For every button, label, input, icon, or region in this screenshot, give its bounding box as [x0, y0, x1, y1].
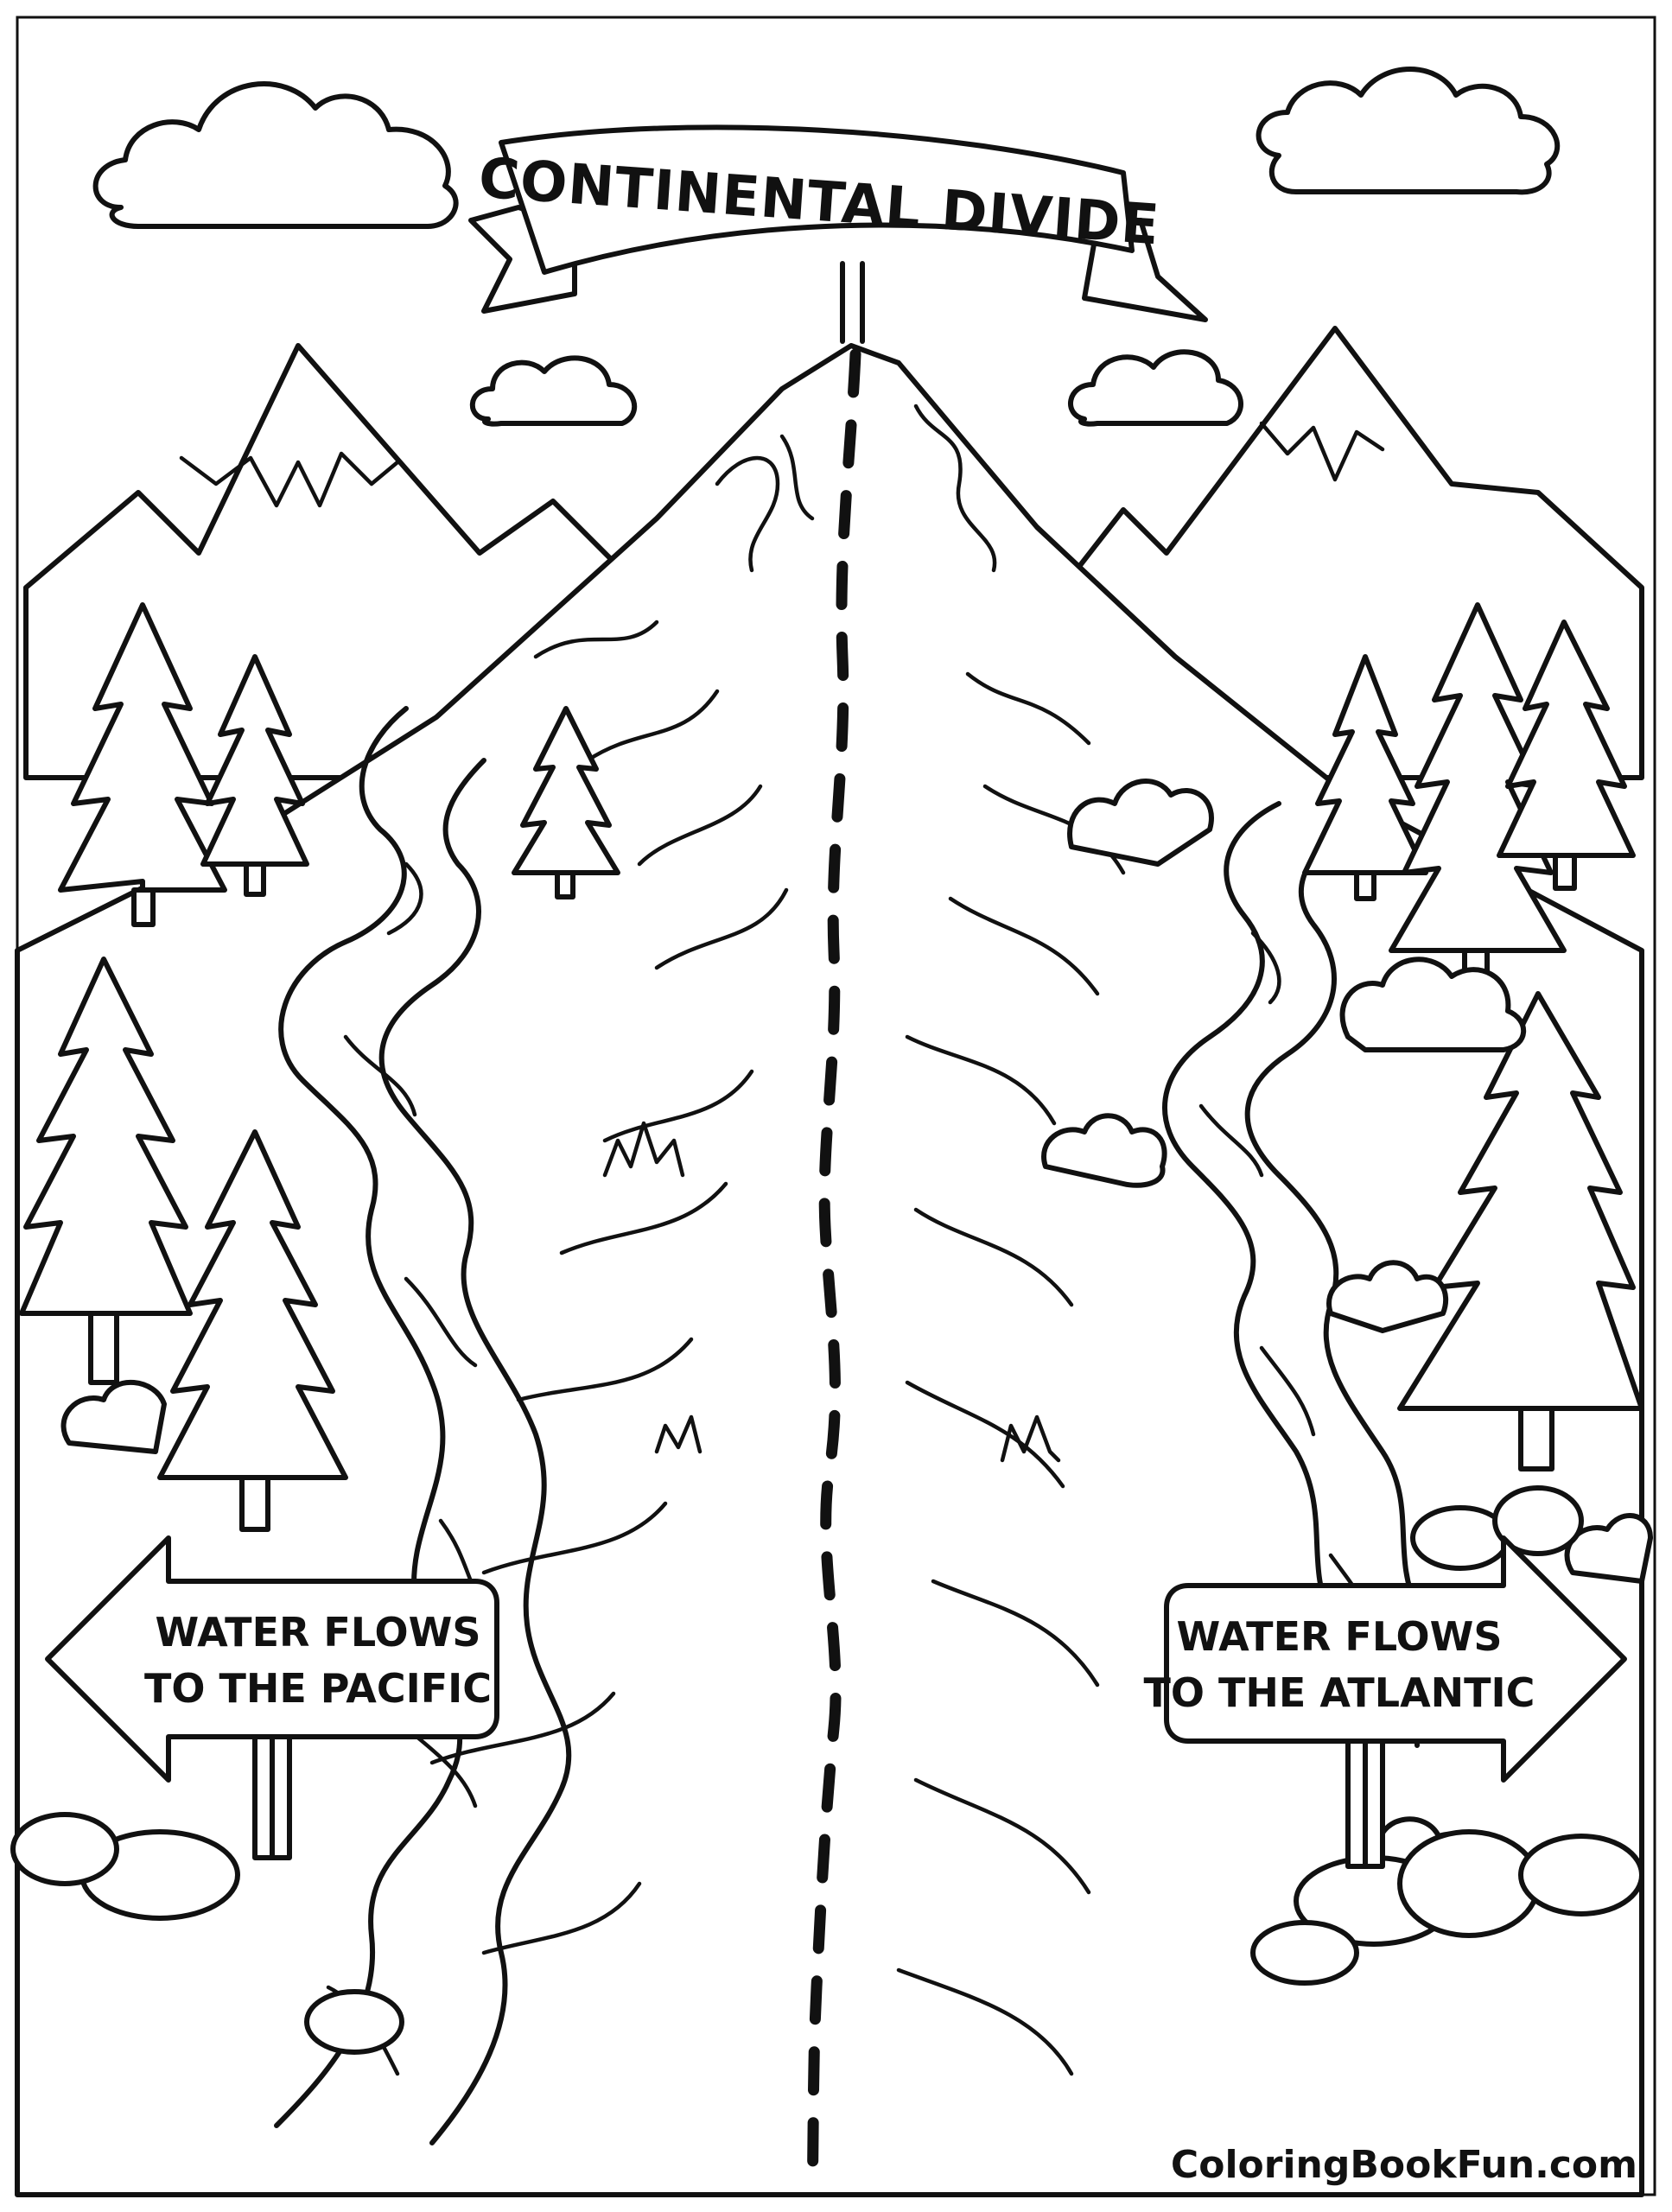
tree-right-1: [1302, 654, 1428, 901]
sign-pacific: WATER FLOWS TO THE PACIFIC: [45, 1535, 499, 1860]
sign-pacific-line2: TO THE PACIFIC: [144, 1665, 492, 1712]
cloud-small-left: [469, 355, 638, 427]
tree-left-2: [200, 654, 309, 897]
tree-right-4: [1397, 991, 1644, 1471]
tree-right-3: [1497, 620, 1636, 891]
tree-left-1: [58, 602, 227, 927]
tree-left-4: [157, 1129, 348, 1532]
cloud-top-left: [92, 81, 459, 229]
sign-pacific-arrow: [45, 1535, 499, 1783]
site-credit: ColoringBookFun.com: [1171, 2143, 1637, 2187]
cloud-top-right: [1256, 67, 1561, 195]
banner: CONTINENTAL DIVIDE: [468, 124, 1208, 344]
sign-atlantic: WATER FLOWS TO THE ATLANTIC: [1144, 1535, 1627, 1869]
sign-pacific-line1: WATER FLOWS: [155, 1609, 480, 1656]
divide-line: [806, 348, 861, 2192]
banner-ribbon: [499, 124, 1135, 275]
tree-mid-left: [512, 706, 620, 899]
cloud-small-right: [1068, 349, 1243, 427]
river-left: [274, 706, 572, 2145]
rocks: [10, 1485, 1644, 2055]
sign-atlantic-line2: TO THE ATLANTIC: [1144, 1669, 1535, 1716]
sign-atlantic-line1: WATER FLOWS: [1176, 1613, 1502, 1660]
sign-atlantic-arrow: [1164, 1535, 1627, 1783]
tree-left-3: [19, 957, 193, 1385]
